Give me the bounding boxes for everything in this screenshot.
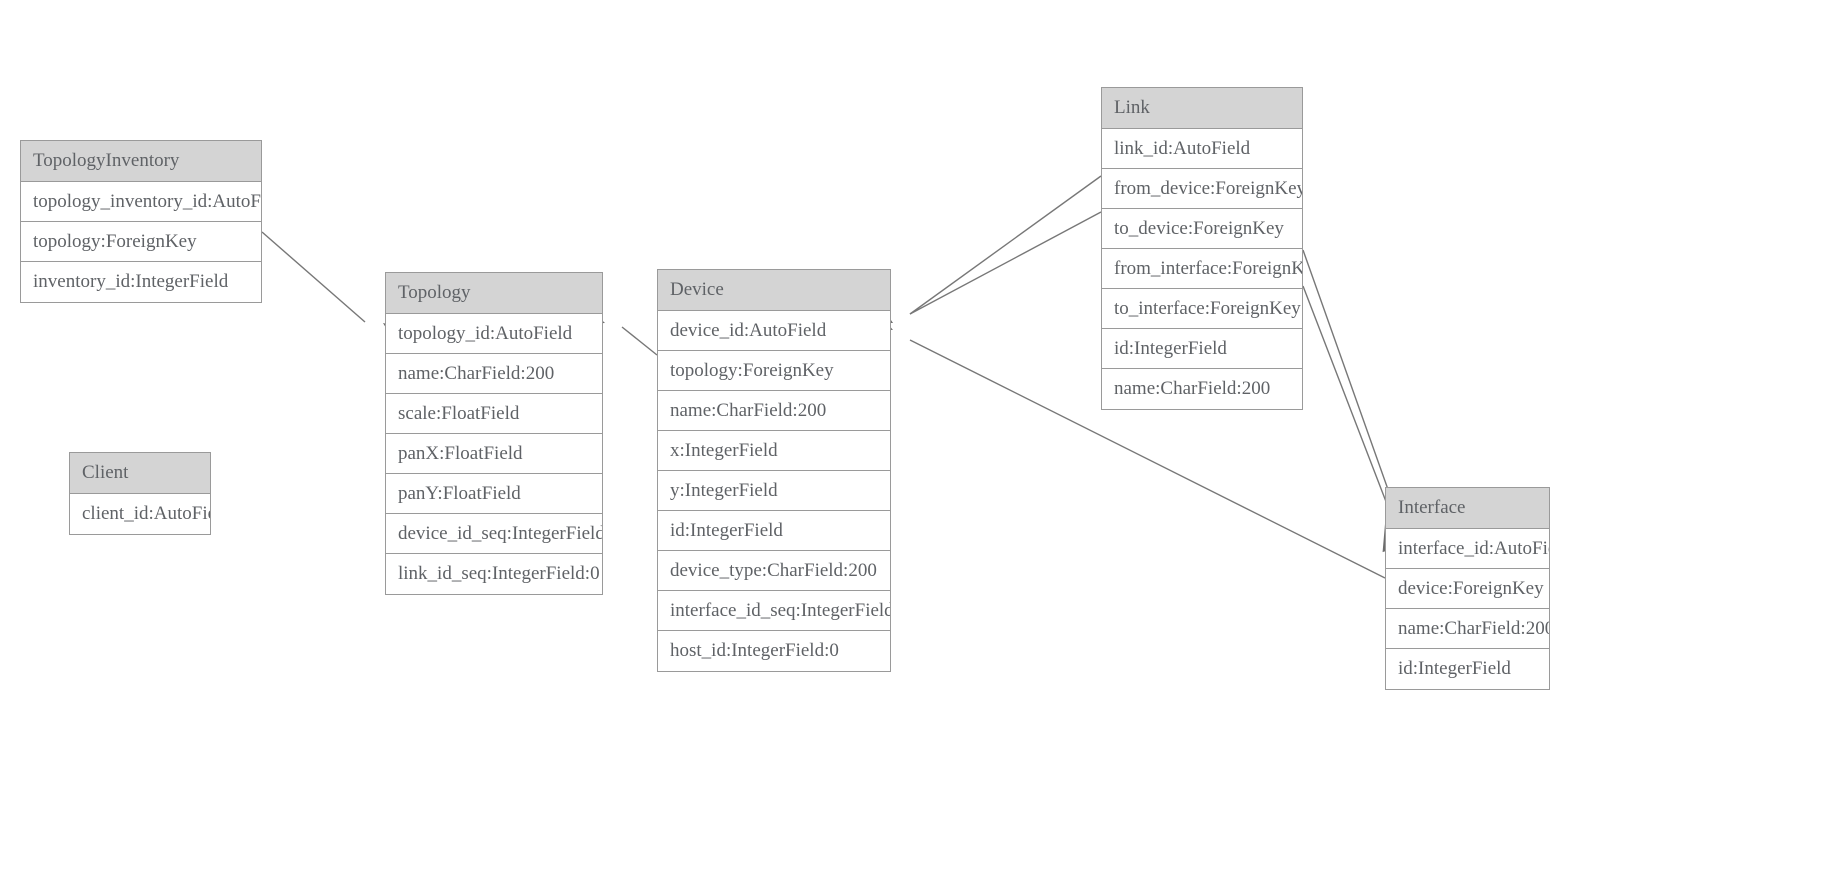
entity-title-device: Device bbox=[658, 270, 890, 311]
field-row[interactable]: client_id:AutoField bbox=[82, 503, 210, 524]
relationship-edge-topologyinventory-topology bbox=[261, 231, 366, 323]
field-row[interactable]: device_id:AutoField bbox=[658, 311, 890, 351]
field-row[interactable]: name:CharField:200 bbox=[386, 354, 602, 394]
field-row[interactable]: to_device:ForeignKey bbox=[1102, 209, 1302, 249]
entity-fields-interface: interface_id:AutoFielddevice:ForeignKeyn… bbox=[1386, 529, 1549, 689]
field-row[interactable]: device:ForeignKey bbox=[1386, 569, 1549, 609]
field-row[interactable]: name:CharField:200 bbox=[1386, 609, 1549, 649]
field-row[interactable]: to_interface:ForeignKey bbox=[1102, 289, 1302, 329]
field-row[interactable]: scale:FloatField bbox=[386, 394, 602, 434]
entity-client[interactable]: Client client_id:AutoField bbox=[69, 452, 211, 535]
field-row[interactable]: panX:FloatField bbox=[386, 434, 602, 474]
field-row[interactable]: link_id_seq:IntegerField:0 bbox=[398, 563, 600, 584]
field-row[interactable]: id:IntegerField bbox=[1398, 658, 1511, 679]
entity-fields-topology_inventory: topology_inventory_id:AutoFieldtopology:… bbox=[21, 182, 261, 302]
field-row[interactable]: name:CharField:200 bbox=[1114, 378, 1271, 399]
field-row[interactable]: device_id_seq:IntegerField:0 bbox=[386, 514, 602, 554]
relationship-edge-link-from-device bbox=[909, 175, 1102, 315]
entity-title-client: Client bbox=[70, 453, 210, 494]
field-row[interactable]: y:IntegerField bbox=[658, 471, 890, 511]
entity-title-topology: Topology bbox=[386, 273, 602, 314]
entity-interface[interactable]: Interfaceinterface_id:AutoFielddevice:Fo… bbox=[1385, 487, 1550, 690]
entity-title-link: Link bbox=[1102, 88, 1302, 129]
field-row[interactable]: panY:FloatField bbox=[386, 474, 602, 514]
entity-title-topology_inventory: TopologyInventory bbox=[21, 141, 261, 182]
field-row[interactable]: from_interface:ForeignKey bbox=[1102, 249, 1302, 289]
field-row[interactable]: topology_id:AutoField bbox=[386, 314, 602, 354]
field-row[interactable]: from_device:ForeignKey bbox=[1102, 169, 1302, 209]
field-row[interactable]: topology_inventory_id:AutoField bbox=[21, 182, 261, 222]
relationship-edge-link-to-interface bbox=[1302, 285, 1391, 513]
relationship-edge-device-topology bbox=[621, 326, 658, 356]
field-row[interactable]: name:CharField:200 bbox=[658, 391, 890, 431]
field-row[interactable]: topology:ForeignKey bbox=[21, 222, 261, 262]
field-row[interactable]: link_id:AutoField bbox=[1102, 129, 1302, 169]
field-row[interactable]: id:IntegerField bbox=[1102, 329, 1302, 369]
field-row[interactable]: x:IntegerField bbox=[658, 431, 890, 471]
field-row[interactable]: device_type:CharField:200 bbox=[658, 551, 890, 591]
field-row[interactable]: id:IntegerField bbox=[658, 511, 890, 551]
relationship-edge-link-from-interface bbox=[1302, 249, 1397, 513]
field-row[interactable]: topology:ForeignKey bbox=[658, 351, 890, 391]
field-row[interactable]: interface_id:AutoField bbox=[1386, 529, 1549, 569]
field-row[interactable]: host_id:IntegerField:0 bbox=[670, 640, 839, 661]
relationship-edge-link-to-device bbox=[909, 211, 1102, 315]
entity-fields-client: client_id:AutoField bbox=[70, 494, 210, 534]
field-row[interactable]: inventory_id:IntegerField bbox=[33, 271, 229, 292]
entity-title-interface: Interface bbox=[1386, 488, 1549, 529]
field-row[interactable]: interface_id_seq:IntegerField:0 bbox=[658, 591, 890, 631]
